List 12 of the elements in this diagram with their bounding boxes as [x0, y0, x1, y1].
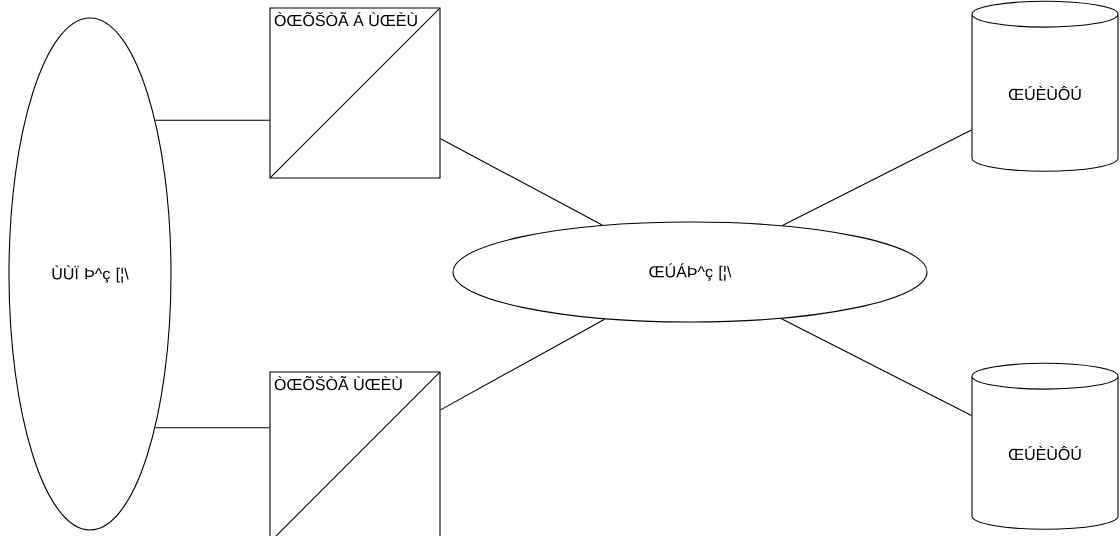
cylinder-node: ŒÚÈÙÔÚ	[971, 0, 1119, 172]
connector-line	[154, 119, 270, 121]
ellipse-node: ÙÙÏ Þ^ç [¦\	[8, 17, 172, 531]
split-box: ÒŒÕŠÒÃ Á ÙŒÈÙ	[269, 7, 441, 179]
connector-line	[440, 318, 606, 411]
ellipse-node: ŒÚÁÞ^ç [¦\	[452, 221, 928, 323]
connector-line	[440, 138, 603, 226]
connector-line	[780, 318, 972, 417]
connector-line	[154, 427, 270, 429]
cylinder-node: ŒÚÈÙÔÚ	[971, 362, 1119, 530]
connector-line	[781, 129, 972, 226]
split-box: ÒŒÕŠÒÃ ÙŒÈÙ	[269, 371, 441, 536]
